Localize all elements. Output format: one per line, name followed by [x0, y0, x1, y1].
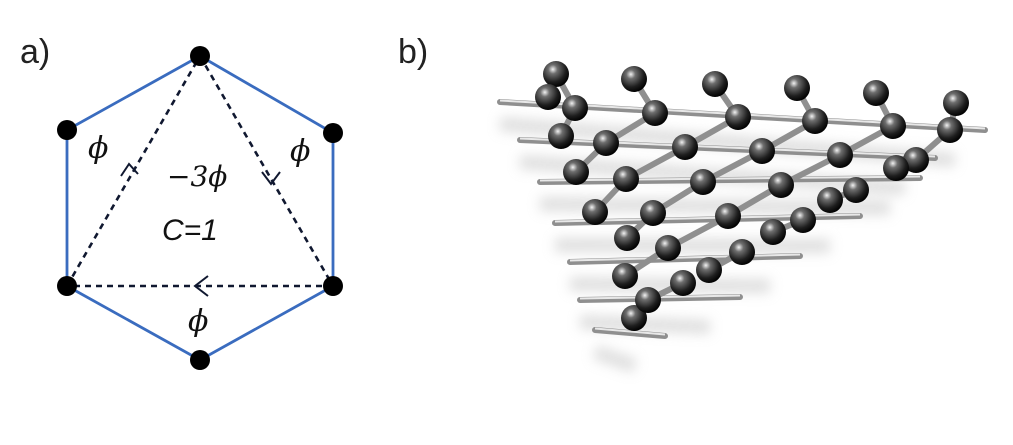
- site-lower-right: [323, 276, 343, 296]
- panel-a-label: a): [20, 33, 50, 71]
- atom-sphere: [640, 200, 666, 226]
- panel-b: b): [398, 33, 988, 373]
- shadow-strip: [569, 277, 771, 293]
- atom-sphere: [768, 172, 794, 198]
- atom-sphere: [790, 207, 816, 233]
- molecule-atoms: [535, 61, 969, 331]
- atom-sphere: [943, 90, 969, 116]
- atom-sphere: [760, 219, 786, 245]
- atom-sphere: [593, 130, 619, 156]
- bond-highlight: [569, 253, 801, 262]
- atom-sphere: [563, 159, 589, 185]
- bond-rod: [567, 253, 803, 265]
- atom-sphere: [749, 138, 775, 164]
- atom-sphere: [642, 100, 668, 126]
- shadow-strip: [554, 238, 831, 253]
- atom-sphere: [548, 123, 574, 149]
- atom-sphere: [621, 305, 647, 331]
- flux-left-label: ϕ: [88, 131, 108, 166]
- chern-number-label: C=1: [162, 214, 218, 247]
- atom-sphere: [655, 235, 681, 261]
- atom-sphere: [582, 199, 608, 225]
- atom-sphere: [725, 104, 751, 130]
- atom-sphere: [883, 155, 909, 181]
- atom-sphere: [690, 169, 716, 195]
- arrow-right-icon: [261, 171, 281, 186]
- panel-a: a) ϕ ϕ ϕ −3ϕ C=1: [20, 33, 343, 370]
- atom-sphere: [635, 287, 661, 313]
- flux-center-label: −3ϕ: [167, 160, 227, 193]
- atom-sphere: [543, 61, 569, 87]
- atom-sphere: [614, 225, 640, 251]
- atom-sphere: [937, 117, 963, 143]
- flux-right-label: ϕ: [290, 134, 310, 169]
- atom-sphere: [843, 177, 869, 203]
- atom-sphere: [702, 71, 728, 97]
- atom-sphere: [696, 257, 722, 283]
- atom-sphere: [621, 66, 647, 92]
- atom-sphere: [535, 84, 561, 110]
- arrow-left-icon: [120, 162, 139, 177]
- atom-sphere: [802, 108, 828, 134]
- bond-highlight: [519, 137, 936, 158]
- atom-sphere: [613, 166, 639, 192]
- atom-sphere: [562, 95, 588, 121]
- bond-rod: [517, 137, 938, 161]
- panel-b-label: b): [398, 33, 428, 71]
- atom-sphere: [715, 203, 741, 229]
- site-bottom: [190, 350, 210, 370]
- atom-sphere: [670, 270, 696, 296]
- bond-left: [65, 55, 202, 287]
- atom-sphere: [817, 187, 843, 213]
- atom-sphere: [827, 142, 853, 168]
- site-lower-left: [57, 276, 77, 296]
- atom-sphere: [863, 80, 889, 106]
- atom-sphere: [729, 239, 755, 265]
- site-upper-right: [323, 123, 343, 143]
- atom-sphere: [903, 147, 929, 173]
- atom-sphere: [612, 263, 638, 289]
- shadow-strip: [592, 345, 638, 373]
- atom-sphere: [672, 134, 698, 160]
- flux-bottom-label: ϕ: [188, 304, 208, 339]
- bond-right: [198, 55, 335, 287]
- atom-sphere: [784, 75, 810, 101]
- site-upper-left: [57, 120, 77, 140]
- bond-highlight: [594, 327, 666, 336]
- atom-sphere: [880, 113, 906, 139]
- arrow-bottom-icon: [193, 275, 209, 297]
- site-top: [190, 46, 210, 66]
- bond-rod: [592, 327, 668, 339]
- lattice-sites: [57, 46, 343, 370]
